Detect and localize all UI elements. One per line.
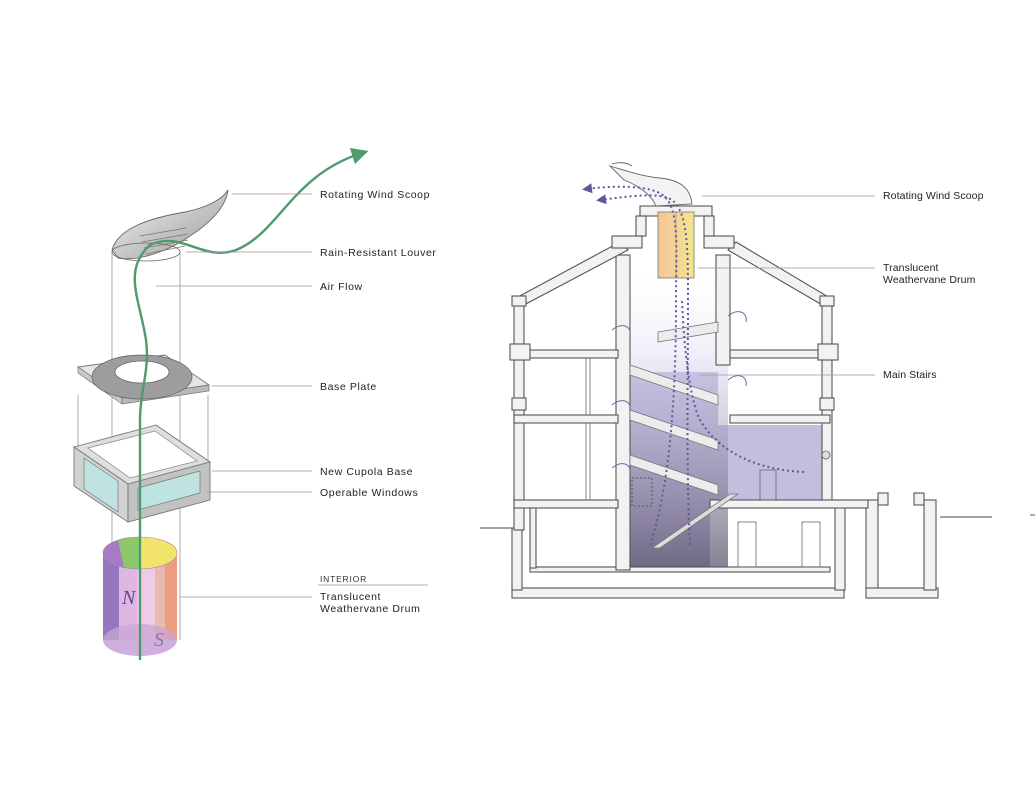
- base-plate-shape: [76, 354, 211, 405]
- label-rain-louver: Rain-Resistant Louver: [320, 247, 436, 259]
- main-stairs-shape: [629, 321, 740, 549]
- room-air-curls: [611, 311, 747, 475]
- label-drum-line1: Translucent: [320, 591, 381, 603]
- weathervane-drum-shape: N S: [102, 536, 178, 656]
- wind-scoop-shape: [111, 189, 229, 262]
- axon-labels: Rotating Wind Scoop Rain-Resistant Louve…: [320, 189, 436, 615]
- axon-leaders: [156, 193, 428, 598]
- label-operable-windows: Operable Windows: [320, 487, 418, 499]
- label-wind-scoop: Rotating Wind Scoop: [320, 189, 430, 201]
- axon-assembly: N S: [72, 148, 369, 660]
- label-base-plate: Base Plate: [320, 381, 377, 393]
- section-leaders: [698, 195, 875, 376]
- cupola-base-shape: [72, 424, 212, 523]
- label-interior: INTERIOR: [320, 574, 367, 584]
- cornice-details: [509, 295, 839, 460]
- section-cupola: [608, 162, 715, 279]
- section-label-drum-line1: Translucent: [883, 262, 939, 274]
- section-label-wind-scoop: Rotating Wind Scoop: [883, 190, 984, 202]
- section-labels: Rotating Wind Scoop Translucent Weatherv…: [883, 190, 984, 381]
- building-section: [480, 162, 1035, 599]
- compass-north-text: N: [121, 587, 137, 609]
- section-label-main-stairs: Main Stairs: [883, 369, 937, 381]
- label-drum-line2: Weathervane Drum: [320, 603, 420, 615]
- label-air-flow: Air Flow: [320, 281, 363, 293]
- section-air-flow-arrows: [582, 183, 805, 546]
- label-cupola-base: New Cupola Base: [320, 466, 413, 478]
- axon-air-flow-arrow: [133, 148, 369, 660]
- compass-south-text: S: [154, 629, 164, 651]
- section-label-drum-line2: Weathervane Drum: [883, 274, 976, 286]
